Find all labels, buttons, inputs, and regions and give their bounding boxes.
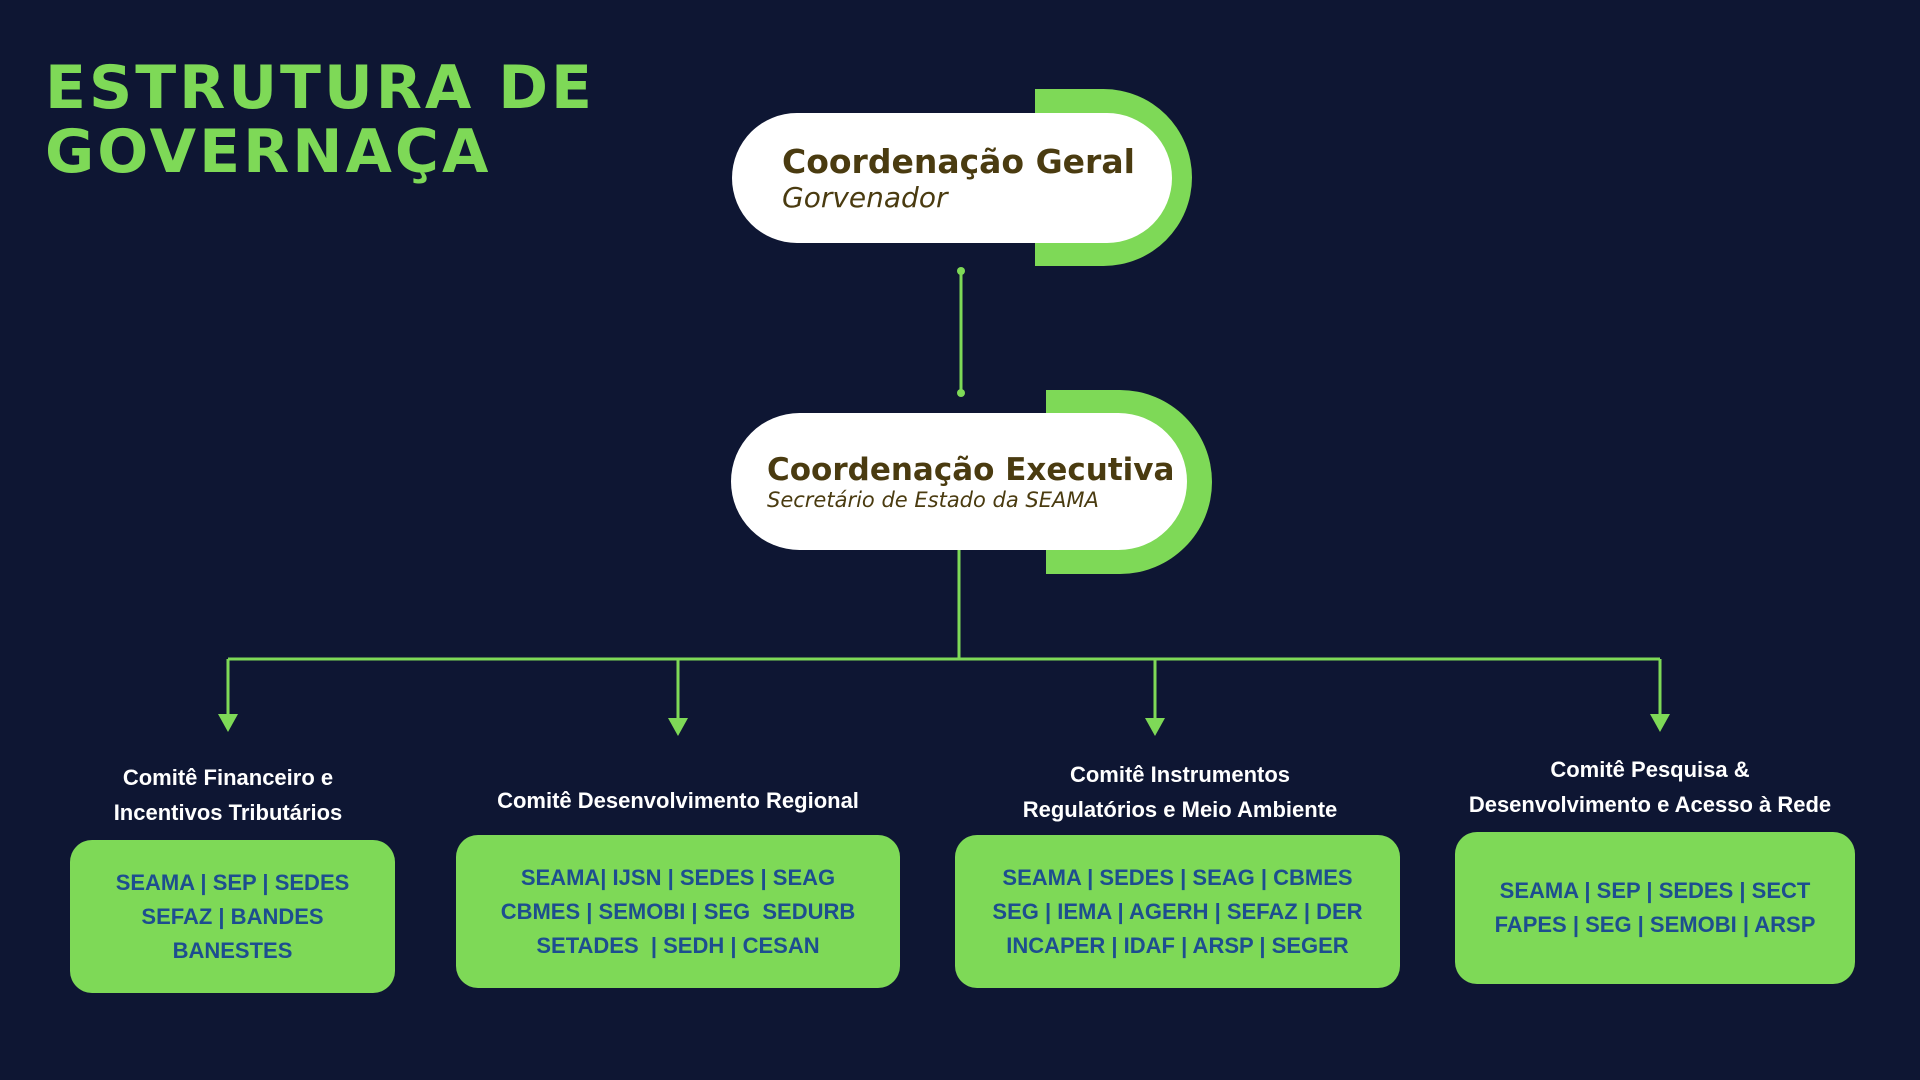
arrowhead-4 bbox=[1650, 714, 1670, 732]
committee-4-members: SEAMA | SEP | SEDES | SECT FAPES | SEG |… bbox=[1455, 832, 1855, 984]
committee-1-title: Comitê Financeiro e Incentivos Tributári… bbox=[113, 765, 343, 825]
coordenacao-executiva-box: Coordenação Executiva Secretário de Esta… bbox=[731, 413, 1187, 550]
arrowhead-2 bbox=[668, 718, 688, 736]
title-line-1: ESTRUTURA DE bbox=[45, 53, 596, 123]
coordenacao-executiva-subtitle: Secretário de Estado da SEAMA bbox=[767, 487, 1099, 512]
committee-2-members: SEAMA| IJSN | SEDES | SEAG CBMES | SEMOB… bbox=[456, 835, 900, 988]
committee-3-members: SEAMA | SEDES | SEAG | CBMES SEG | IEMA … bbox=[955, 835, 1400, 988]
arrowhead-3 bbox=[1145, 718, 1165, 736]
coordenacao-geral-subtitle: Gorvenador bbox=[782, 181, 948, 214]
title-line-2: GOVERNAÇA bbox=[45, 117, 492, 187]
committee-1-members: SEAMA | SEP | SEDES SEFAZ | BANDES BANES… bbox=[70, 840, 395, 993]
connector-dot-bottom bbox=[957, 389, 965, 397]
coordenacao-geral-box: Coordenação Geral Gorvenador bbox=[732, 113, 1172, 243]
connector-dot-top bbox=[957, 267, 965, 275]
coordenacao-geral-title: Coordenação Geral bbox=[782, 142, 1135, 181]
committee-2-title: Comitê Desenvolvimento Regional bbox=[497, 788, 859, 813]
committee-4-title: Comitê Pesquisa & Desenvolvimento e Aces… bbox=[1468, 757, 1832, 817]
coordenacao-executiva-title: Coordenação Executiva bbox=[767, 451, 1175, 488]
arrowhead-1 bbox=[218, 714, 238, 732]
committee-3-title: Comitê Instrumentos Regulatórios e Meio … bbox=[1022, 762, 1338, 822]
page-title: ESTRUTURA DE GOVERNAÇA bbox=[45, 56, 595, 184]
